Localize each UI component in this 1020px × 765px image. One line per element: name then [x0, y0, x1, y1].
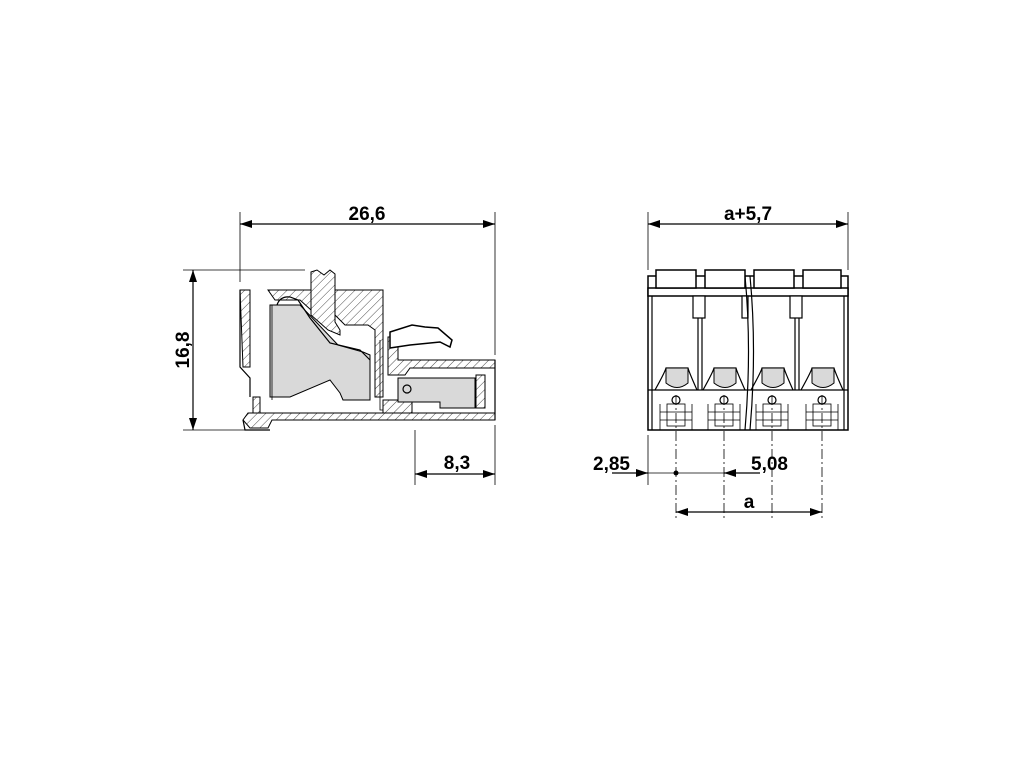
dimension-label-pin-depth: 8,3 [444, 453, 470, 474]
dimension-label-offset: 2,85 [593, 454, 630, 475]
dimension-label-a: a [744, 492, 755, 513]
dimension-label-length: 26,6 [349, 204, 386, 225]
dimension-label-width: a+5,7 [724, 204, 772, 225]
dimension-label-pitch: 5,08 [751, 454, 788, 475]
connector-front [647, 269, 849, 521]
reference-point [673, 470, 679, 476]
front-view: a+5,7 2,85 5,08 a [593, 204, 849, 521]
side-view: 26,6 16,8 8,3 [173, 204, 496, 485]
connector-side-section [239, 269, 496, 431]
dimension-label-height: 16,8 [173, 332, 194, 369]
